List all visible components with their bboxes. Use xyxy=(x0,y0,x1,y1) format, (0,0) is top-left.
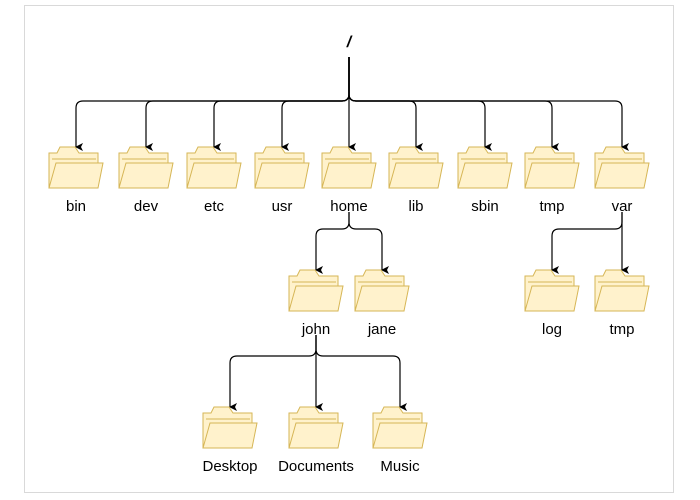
folder-home[interactable]: home xyxy=(321,146,377,215)
folder-label-documents: Documents xyxy=(278,458,354,475)
folder-documents[interactable]: Documents xyxy=(278,406,354,475)
folder-icon xyxy=(186,146,242,189)
folder-sbin[interactable]: sbin xyxy=(457,146,513,215)
folder-icon xyxy=(594,146,650,189)
folder-dev[interactable]: dev xyxy=(118,146,174,215)
edge-root-to-sbin xyxy=(348,57,492,151)
folder-icon xyxy=(388,146,444,189)
folder-var[interactable]: var xyxy=(594,146,650,215)
folder-label-lib: lib xyxy=(408,198,423,215)
folder-lib[interactable]: lib xyxy=(388,146,444,215)
folder-icon xyxy=(202,406,258,449)
folder-icon xyxy=(524,146,580,189)
folder-icon xyxy=(457,146,513,189)
folder-label-etc: etc xyxy=(204,198,225,215)
folder-label-desktop: Desktop xyxy=(202,458,257,475)
folder-music[interactable]: Music xyxy=(372,406,428,475)
folder-var-tmp[interactable]: tmp xyxy=(594,269,650,338)
folder-desktop[interactable]: Desktop xyxy=(202,406,258,475)
folder-icon xyxy=(254,146,310,189)
folder-icon xyxy=(354,269,410,312)
edge-john-to-music xyxy=(315,335,407,411)
folder-icon xyxy=(288,269,344,312)
folder-tmp[interactable]: tmp xyxy=(524,146,580,215)
folder-john[interactable]: john xyxy=(288,269,344,338)
folder-icon xyxy=(594,269,650,312)
edge-john-to-desktop xyxy=(229,335,317,411)
edge-root-to-lib xyxy=(348,57,423,151)
folder-usr[interactable]: usr xyxy=(254,146,310,215)
folder-label-bin: bin xyxy=(66,198,86,215)
folder-label-usr: usr xyxy=(272,198,293,215)
edge-root-to-tmp xyxy=(348,57,559,151)
folder-jane[interactable]: jane xyxy=(354,269,410,338)
folder-label-john: john xyxy=(301,321,330,338)
edge-root-to-usr xyxy=(281,57,350,151)
folder-log[interactable]: log xyxy=(524,269,580,338)
folder-icon xyxy=(321,146,377,189)
diagram-frame xyxy=(24,5,674,493)
edge-root-to-bin xyxy=(75,57,350,151)
folder-icon xyxy=(524,269,580,312)
folder-label-dev: dev xyxy=(134,198,159,215)
folder-icon xyxy=(118,146,174,189)
folder-label-music: Music xyxy=(380,458,420,475)
edge-var-to-log xyxy=(551,212,623,274)
folder-etc[interactable]: etc xyxy=(186,146,242,215)
edge-root-to-dev xyxy=(145,57,350,151)
root-label: / xyxy=(346,34,353,51)
folder-icon xyxy=(288,406,344,449)
folder-label-jane: jane xyxy=(367,321,396,338)
folder-label-log: log xyxy=(542,321,562,338)
folder-label-home: home xyxy=(330,198,368,215)
folder-bin[interactable]: bin xyxy=(48,146,104,215)
folder-label-var: var xyxy=(612,198,633,215)
folder-label-sbin: sbin xyxy=(471,198,499,215)
edge-home-to-jane xyxy=(348,212,389,274)
edge-home-to-john xyxy=(315,212,350,274)
folder-label-tmp: tmp xyxy=(539,198,564,215)
edge-root-to-var xyxy=(348,57,629,151)
folder-label-var-tmp: tmp xyxy=(609,321,634,338)
folder-icon xyxy=(372,406,428,449)
folder-icon xyxy=(48,146,104,189)
